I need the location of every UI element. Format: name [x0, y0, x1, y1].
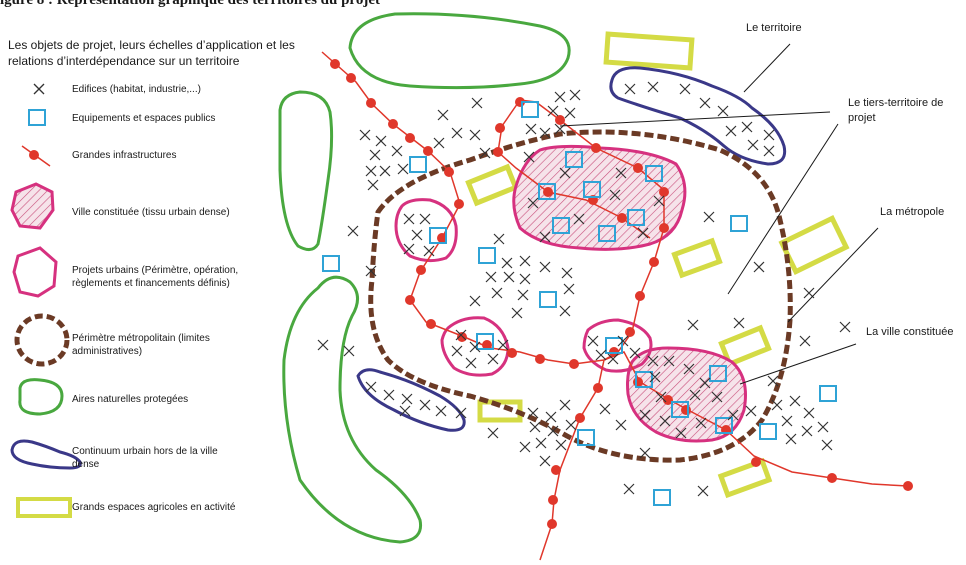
urban-projects [394, 198, 653, 377]
legend-label-equipements: Equipements et espaces publics [72, 113, 216, 124]
legend-agricole-symbol [16, 497, 72, 518]
legend-infrastructure-symbol [21, 145, 51, 167]
agri-area [671, 237, 723, 279]
continuum-area [609, 66, 787, 166]
label-metropole: La métropole [880, 206, 945, 218]
legend-aires-symbol [18, 378, 64, 416]
continuum-area [356, 368, 466, 432]
legend-edifice-symbol [33, 83, 45, 95]
natural-area [278, 90, 334, 251]
legend-label-aires: Aires naturelles protegées [72, 394, 189, 405]
legend-label-edifices: Edifices (habitat, industrie,...) [72, 84, 201, 95]
legend-label-agricoles: Grands espaces agricoles en activité [72, 502, 236, 513]
label-territoire: Le territoire [746, 22, 802, 34]
legend-perimetre-symbol [14, 313, 70, 367]
infrastructure-lines [321, 51, 913, 561]
agri-area [717, 457, 773, 499]
legend-projet-symbol [12, 246, 58, 298]
natural-area [348, 12, 571, 90]
legend-ville-symbol [10, 182, 55, 230]
agri-area [718, 324, 772, 368]
urban-project [582, 318, 653, 373]
urban-project [440, 316, 510, 377]
legend-intro: Les objets de projet, leurs échelles d’a… [8, 38, 295, 68]
public-facilities [322, 101, 837, 506]
infrastructure-nodes [330, 59, 913, 529]
legend-label-infrastructures: Grandes infrastructures [72, 150, 177, 161]
legend-label-perimetre: Périmètre métropolitain (limites adminis… [72, 333, 210, 357]
figure-title: igure 8 : Représentation graphique des t… [0, 0, 380, 8]
label-tiers-territoire: Le tiers-territoire de projet [848, 97, 944, 124]
metropolitan-perimeter [368, 129, 793, 463]
infrastructure-line [321, 51, 909, 561]
buildings [317, 81, 851, 497]
annotation-lines [559, 43, 879, 385]
legend-continuum-symbol [10, 439, 82, 470]
legend-equipement-symbol [28, 109, 46, 126]
agri-area [778, 215, 850, 275]
legend-label-projets: Projets urbains (Périmètre, opération, r… [72, 265, 239, 289]
legend-label-ville: Ville constituée (tissu urbain dense) [72, 207, 230, 218]
legend-symbols [10, 83, 82, 518]
urban-continuum [356, 66, 787, 432]
legend-label-continuum: Continuum urbain hors de la ville dense [72, 446, 218, 470]
agri-area [465, 163, 519, 207]
natural-area [282, 275, 423, 544]
urban-project [394, 198, 458, 263]
agri-area [603, 31, 695, 71]
natural-areas [278, 12, 571, 544]
label-ville-constituee: La ville constituée [866, 326, 954, 338]
